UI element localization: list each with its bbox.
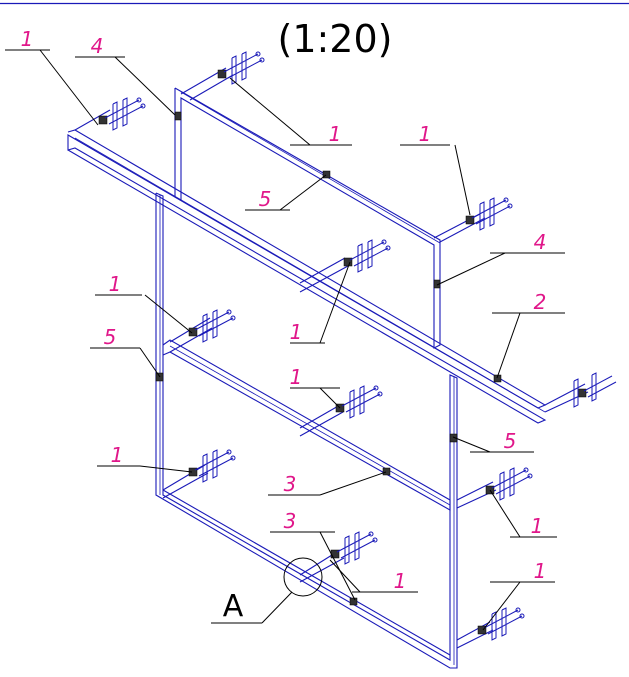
callout-label: 5: [104, 325, 117, 349]
callout-label: 1: [290, 365, 303, 389]
callout-label: 3: [284, 509, 297, 533]
weld-joints: [155, 111, 502, 606]
callout-label: 1: [329, 122, 342, 146]
anchor-bracket: [217, 51, 265, 85]
callout-10: 5: [90, 325, 161, 378]
callout-1: 1: [5, 27, 99, 126]
view-label-a: A: [223, 589, 244, 624]
anchor-bracket: [465, 197, 513, 231]
callout-label: 2: [534, 290, 547, 314]
callout-label: 1: [419, 122, 432, 146]
callout-4: 1: [400, 122, 471, 216]
callout-label: 1: [111, 443, 124, 467]
anchor-bracket: [477, 607, 525, 641]
detail-circle-a: [283, 557, 323, 597]
callout-2: 4: [75, 34, 176, 116]
scale-label: (1:20): [278, 17, 393, 61]
callout-leaders: 1 4 1 1 5 4 1 1 2 5 1 5 1 3 1 3 1 1: [5, 27, 565, 631]
callout-label: 5: [504, 429, 517, 453]
callout-8: 1: [95, 272, 193, 334]
upper-frame: [174, 87, 441, 349]
frame-structure: [67, 67, 589, 669]
callout-label: 1: [21, 27, 34, 51]
callout-13: 1: [97, 443, 193, 473]
callout-3: 1: [229, 77, 352, 146]
top-beam: [67, 129, 547, 424]
anchor-bracket: [573, 372, 617, 408]
anchor-bracket: [343, 239, 391, 273]
callout-14: 3: [268, 471, 387, 496]
callout-12: 5: [452, 429, 534, 453]
callout-label: 1: [109, 272, 122, 296]
callout-label: 1: [290, 320, 303, 344]
callout-label: 4: [534, 230, 547, 254]
lower-frame: [155, 192, 458, 669]
callout-7: 1: [290, 261, 351, 344]
callout-label: 5: [259, 187, 272, 211]
callout-11: 1: [290, 365, 341, 409]
anchor-bracket: [98, 97, 146, 131]
callout-16: 3: [270, 509, 356, 601]
callout-label: 1: [534, 559, 547, 583]
anchor-bracket: [330, 531, 378, 565]
callout-18: 1: [482, 559, 555, 631]
callout-9: 2: [492, 290, 565, 379]
anchor-bracket: [188, 449, 236, 483]
callout-5: 5: [245, 174, 327, 211]
anchor-bracket: [188, 309, 236, 343]
callout-15: 1: [489, 489, 557, 538]
callout-17: 1: [329, 559, 418, 593]
callout-label: 1: [531, 514, 544, 538]
callout-label: 4: [91, 34, 104, 58]
anchor-bracket: [335, 385, 383, 419]
anchor-brackets: [98, 51, 617, 641]
callout-label: 1: [394, 569, 407, 593]
callout-label: 3: [284, 472, 297, 496]
callout-6: 4: [436, 230, 565, 286]
middle-beam: [162, 339, 451, 511]
